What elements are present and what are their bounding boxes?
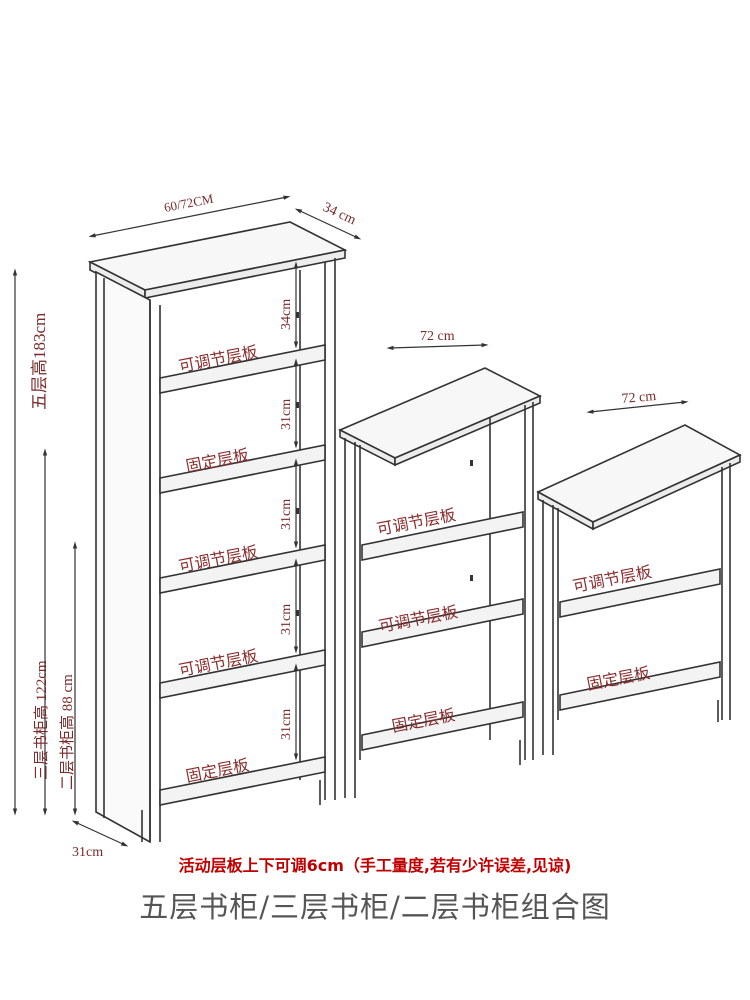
gap-top-label: 34cm — [279, 299, 294, 330]
height-three-label: 三层书柜高 122cm — [33, 660, 50, 780]
two-shelf-bookcase — [536, 424, 742, 755]
gap-3-label: 31cm — [279, 499, 294, 530]
gap-5-label: 31cm — [279, 709, 294, 740]
width-top-label: 60/72CM — [163, 191, 215, 215]
diagram-title: 五层书柜/三层书柜/二层书柜组合图 — [139, 890, 611, 924]
foot-depth-label: 31cm — [72, 845, 103, 860]
three-shelf-bookcase — [338, 367, 542, 798]
adjustable-shelf-note: 活动层板上下可调6cm（手工量度,若有少许误差,见谅) — [178, 856, 572, 875]
gap-2-label: 31cm — [279, 399, 294, 430]
small-width-label: 72 cm — [621, 389, 657, 407]
five-shelf-bookcase — [87, 221, 348, 844]
depth-label: 34 cm — [320, 200, 358, 228]
height-five-label: 五层高183cm — [30, 313, 49, 410]
height-two-label: 二层书柜高 88 cm — [59, 674, 76, 790]
gap-4-label: 31cm — [279, 604, 294, 635]
mid-width-label: 72 cm — [420, 329, 455, 344]
dimension-lines — [12, 195, 689, 847]
